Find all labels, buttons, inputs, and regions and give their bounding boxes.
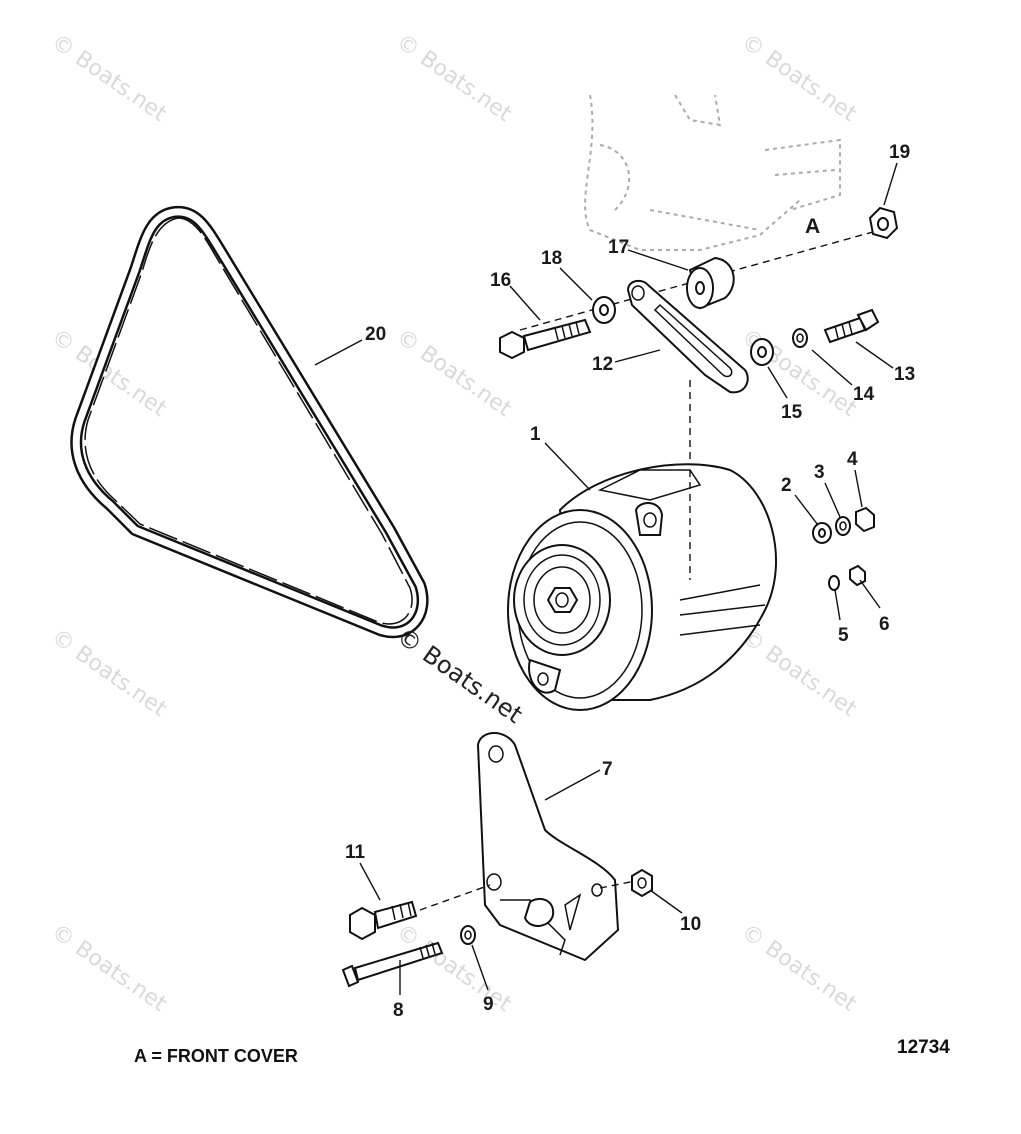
callout-7: 7 [602,759,613,780]
callout-9: 9 [483,994,494,1015]
callout-11: 11 [345,842,366,863]
reference-letter-a: A [805,215,820,238]
watermark-center: © Boats.net [392,622,528,729]
watermark: © Boats.net [392,324,517,422]
callout-4: 4 [847,449,858,470]
callout-1: 1 [530,424,541,445]
alternator [507,463,777,711]
alternator-hardware [812,506,875,591]
callout-13: 13 [894,364,915,385]
leader-lines [314,162,898,995]
callout-18: 18 [541,248,562,269]
callout-12: 12 [592,354,613,375]
front-cover-ghost [584,94,841,251]
watermark: © Boats.net [47,624,172,722]
callout-2: 2 [781,475,792,496]
figure-number: 12734 [897,1037,950,1058]
callout-17: 17 [608,237,629,258]
callout-8: 8 [393,1000,404,1021]
mounting-bracket [419,732,641,962]
callout-16: 16 [490,270,511,291]
callout-15: 15 [781,402,803,423]
callout-6: 6 [879,614,890,635]
callout-5: 5 [838,625,849,646]
callouts: 1 2 3 4 5 6 7 8 9 10 11 12 13 14 15 16 1… [345,142,915,1021]
bracket-hardware [341,868,653,988]
callout-19: 19 [889,142,910,163]
callout-14: 14 [853,384,875,405]
callout-3: 3 [814,462,825,483]
drive-belt [70,205,429,639]
adjusting-brace-assembly [499,206,899,470]
watermark: © Boats.net [392,29,517,127]
callout-20: 20 [365,324,386,345]
watermark: © Boats.net [47,919,172,1017]
legend-text: A = FRONT COVER [134,1046,298,1066]
watermark: © Boats.net [737,29,862,127]
callout-10: 10 [680,914,701,935]
watermark: © Boats.net [47,29,172,127]
watermark: © Boats.net [392,919,517,1017]
watermark: © Boats.net [737,919,862,1017]
